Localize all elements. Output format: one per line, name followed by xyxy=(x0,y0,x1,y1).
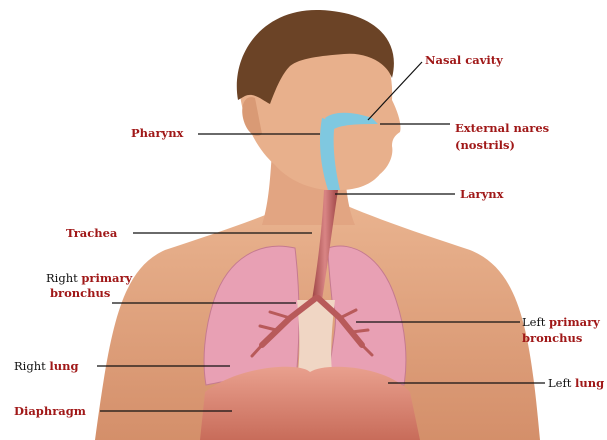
label-larynx: Larynx xyxy=(460,188,504,201)
label-left-primary-word-primary: primary xyxy=(549,315,600,329)
label-trachea: Trachea xyxy=(66,227,117,240)
label-pharynx: Pharynx xyxy=(131,127,183,140)
label-diaphragm: Diaphragm xyxy=(14,405,86,418)
label-left-primary-bronchus: Left primary xyxy=(522,316,600,329)
label-right-primary-bronchus: Right primary xyxy=(46,272,132,285)
label-right-primary-word-primary: primary xyxy=(81,271,132,285)
label-external-nares-nostrils: (nostrils) xyxy=(455,139,515,152)
label-right-primary-word-right: Right xyxy=(46,271,78,285)
label-right-lung-word-lung: lung xyxy=(49,359,78,373)
label-right-lung: Right lung xyxy=(14,360,79,373)
label-left-primary-word-bronchus: bronchus xyxy=(522,332,582,345)
label-right-primary-word-bronchus: bronchus xyxy=(50,287,110,300)
label-right-lung-word-right: Right xyxy=(14,359,46,373)
diaphragm-muscle xyxy=(200,367,420,440)
label-left-primary-word-left: Left xyxy=(522,315,545,329)
label-left-lung-word-left: Left xyxy=(548,376,571,390)
label-nasal-cavity: Nasal cavity xyxy=(425,54,503,67)
label-external-nares: External nares xyxy=(455,122,549,135)
label-left-lung: Left lung xyxy=(548,377,604,390)
label-left-lung-word-lung: lung xyxy=(575,376,604,390)
